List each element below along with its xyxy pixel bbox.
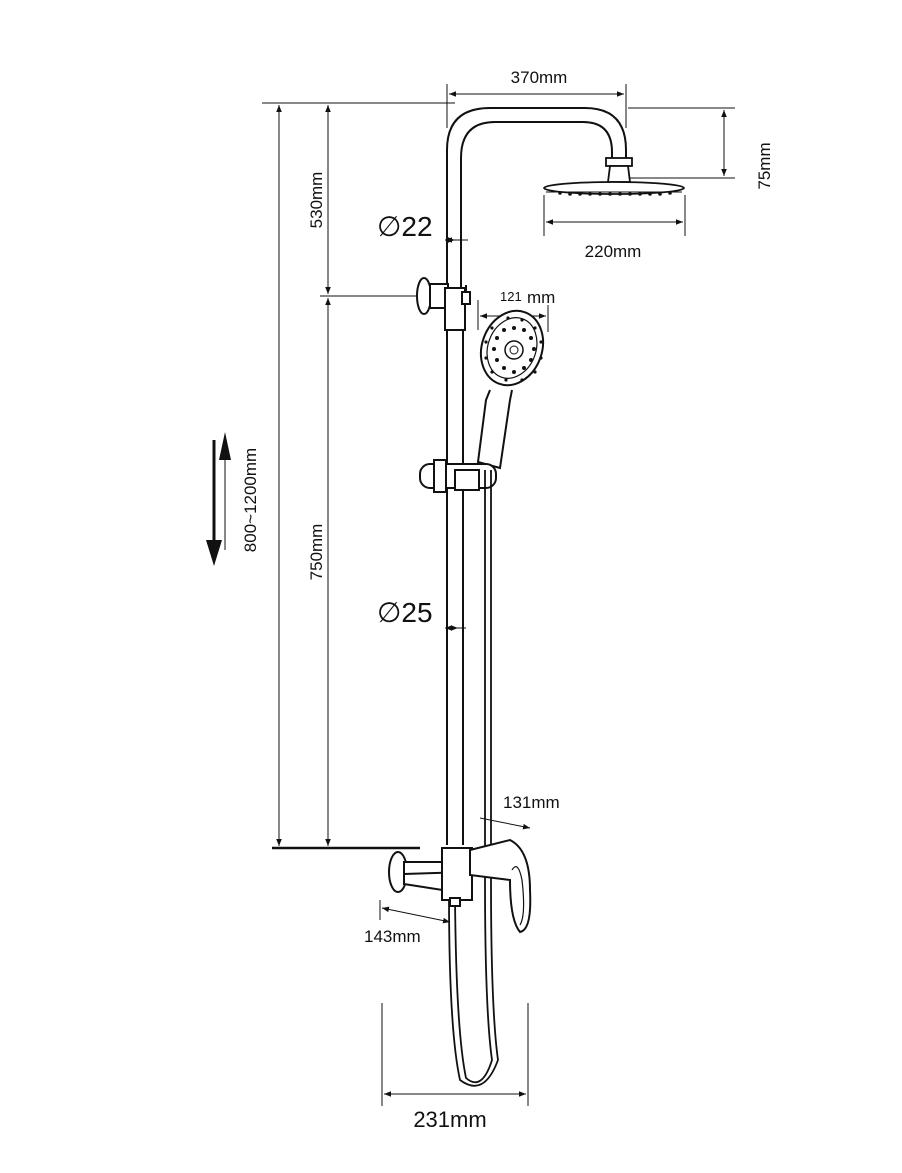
label-upper-pipe-length: 530mm [307, 172, 326, 229]
dim-line-131 [479, 817, 531, 830]
dimension-labels: 370mm 75mm 220mm 530mm ∅22 121 mm 800~12… [241, 68, 774, 1132]
label-head-diameter: 220mm [585, 242, 642, 261]
shower-hose [448, 470, 499, 1087]
label-top-arm-width: 370mm [511, 68, 568, 87]
upper-wall-bracket [416, 277, 471, 331]
extension-lines [262, 84, 735, 1106]
label-adjustable-height: 800~1200mm [241, 448, 260, 552]
overhead-shower-head [543, 157, 685, 196]
label-head-height: 75mm [755, 142, 774, 189]
label-hand-shower-diameter-unit: mm [527, 288, 555, 307]
label-spout-length: 143mm [364, 927, 421, 946]
label-mixer-depth: 131mm [503, 793, 560, 812]
hand-shower [476, 309, 545, 470]
label-hand-shower-diameter-num: 121 [500, 289, 522, 304]
height-adjust-arrows [206, 432, 231, 566]
label-bottom-width: 231mm [413, 1107, 486, 1132]
slider-holder [419, 459, 497, 493]
label-upper-pipe-diameter: ∅22 [377, 211, 433, 242]
dim-line-143 [381, 906, 451, 924]
hand-shower-nozzles [484, 316, 543, 382]
label-lower-pipe-length: 750mm [307, 524, 326, 581]
shower-riser [446, 107, 627, 845]
label-lower-pipe-diameter: ∅25 [377, 597, 433, 628]
dimension-lines [276, 91, 727, 1097]
mixer-faucet [388, 838, 532, 934]
shower-nozzles [558, 191, 672, 196]
